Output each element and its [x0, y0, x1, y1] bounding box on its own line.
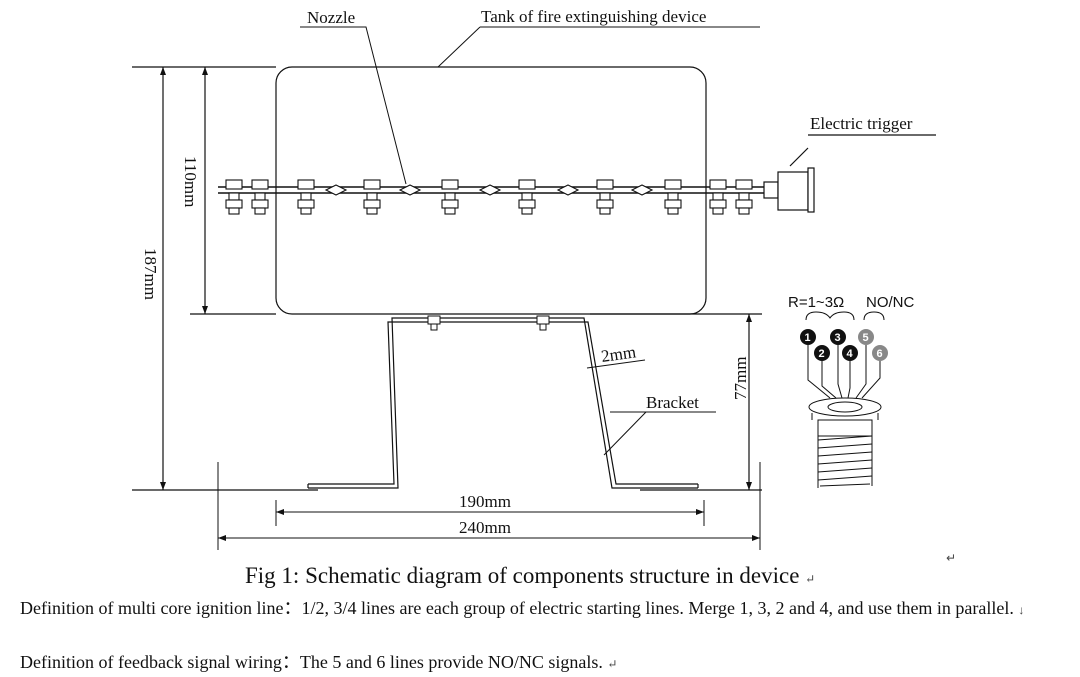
wire-4: 4 [847, 348, 854, 360]
nozzle-label: Nozzle [307, 8, 355, 27]
return-mark: ↵ [946, 551, 956, 565]
feedback-text: Definition of feedback signal wiring：The… [20, 652, 603, 672]
inner-width-dim: 190mm [459, 492, 511, 511]
nozzle [709, 179, 727, 215]
nozzle [596, 179, 614, 215]
tank-height-dim: 110mm [181, 156, 200, 207]
nozzle [297, 179, 315, 215]
nozzle [664, 179, 682, 215]
caption-text: Fig 1: Schematic diagram of components s… [245, 563, 800, 588]
bracket-label: Bracket [646, 393, 699, 412]
thickness-label: 2mm [600, 342, 637, 366]
nozzle [735, 179, 753, 215]
total-height-dim: 187mm [141, 248, 160, 300]
nozzle [251, 179, 269, 215]
nozzle [441, 179, 459, 215]
wire-6: 6 [877, 348, 883, 360]
wire-5: 5 [863, 332, 869, 344]
nozzle [363, 179, 381, 215]
tank-label: Tank of fire extinguishing device [481, 7, 706, 26]
feedback-definition: Definition of feedback signal wiring：The… [20, 649, 1065, 677]
wire-2: 2 [819, 348, 825, 360]
wire-markers: 1 2 3 4 5 6 [800, 329, 888, 361]
wiring-detail: R=1~3Ω NO/NC 1 2 3 [788, 294, 915, 488]
ignition-text: Definition of multi core ignition line：1… [20, 598, 1014, 618]
nozzle [518, 179, 536, 215]
signal-label: NO/NC [866, 294, 915, 311]
caption-return-mark: ↵ [805, 572, 816, 586]
ignition-down-mark: ↓ [1018, 603, 1025, 617]
outer-width-dim: 240mm [459, 518, 511, 537]
ignition-definition: Definition of multi core ignition line：1… [20, 595, 1065, 623]
figure-caption: Fig 1: Schematic diagram of components s… [245, 563, 815, 589]
nozzle [225, 179, 243, 215]
bracket-height-dim: 77mm [731, 357, 750, 400]
tank-body [275, 66, 707, 315]
bracket [307, 317, 699, 489]
electric-trigger [763, 134, 936, 213]
nozzle-group [225, 179, 753, 215]
wire-1: 1 [805, 332, 811, 344]
feedback-return-mark: ↵ [607, 657, 618, 671]
wire-3: 3 [835, 332, 841, 344]
resistance-label: R=1~3Ω [788, 294, 844, 311]
trigger-label: Electric trigger [810, 114, 913, 133]
